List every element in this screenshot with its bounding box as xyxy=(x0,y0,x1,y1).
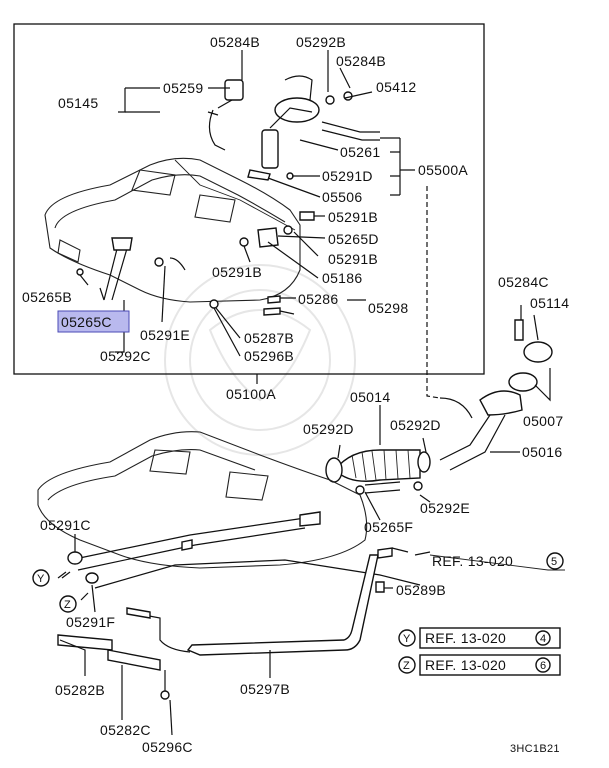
label-05265B: 05265B xyxy=(22,289,72,305)
label-05292D-b: 05292D xyxy=(390,417,441,433)
label-05291F: 05291F xyxy=(66,614,115,630)
highlight-05265C xyxy=(57,310,130,333)
mark-y-circle xyxy=(32,569,50,587)
mark-y: Y xyxy=(37,573,45,585)
ref-z-circle xyxy=(398,656,416,674)
label-05016: 05016 xyxy=(522,444,562,460)
ref-y-text: REF. 13-020 xyxy=(425,630,506,646)
label-05114: 05114 xyxy=(530,295,569,311)
label-05261: 05261 xyxy=(340,144,380,160)
lower-fuel-tank xyxy=(37,431,421,589)
ref-y-circle xyxy=(398,629,416,647)
label-05284C: 05284C xyxy=(498,274,549,290)
label-05007: 05007 xyxy=(523,413,563,429)
label-05145: 05145 xyxy=(58,95,98,111)
filler-neck-assembly xyxy=(325,319,553,495)
label-05506: 05506 xyxy=(322,189,362,205)
ref-z-text: REF. 13-020 xyxy=(425,657,506,673)
ref-z-num: 6 xyxy=(540,660,546,672)
label-05500A: 05500A xyxy=(418,162,468,178)
ref-z-box xyxy=(419,654,561,676)
label-05100A: 05100A xyxy=(226,386,276,402)
ref-y-mark: Y xyxy=(403,633,411,645)
label-05265D: 05265D xyxy=(328,231,379,247)
fuel-pump-assembly xyxy=(208,75,380,181)
label-05292C: 05292C xyxy=(100,348,151,364)
label-05291C: 05291C xyxy=(40,517,91,533)
mark-z-circle xyxy=(59,595,77,613)
label-05291B-a: 05291B xyxy=(328,209,378,225)
ref-z-num-circle xyxy=(535,657,551,673)
ref-y-box xyxy=(419,627,561,649)
label-05284B-top: 05284B xyxy=(210,34,260,50)
label-05282C: 05282C xyxy=(100,722,151,738)
label-05292B: 05292B xyxy=(296,34,346,50)
label-05291B-c: 05291B xyxy=(212,264,262,280)
label-05298: 05298 xyxy=(368,300,408,316)
label-05292E: 05292E xyxy=(420,500,470,516)
ref-y-num: 4 xyxy=(540,633,546,645)
label-05296C: 05296C xyxy=(142,739,193,755)
label-05014: 05014 xyxy=(350,389,390,405)
label-05265F: 05265F xyxy=(364,519,413,535)
tank-straps xyxy=(57,547,393,700)
label-05297B: 05297B xyxy=(240,681,290,697)
label-05292D-a: 05292D xyxy=(303,421,354,437)
leader-lines xyxy=(57,50,565,736)
label-05291D: 05291D xyxy=(322,168,373,184)
label-05186: 05186 xyxy=(322,270,362,286)
ref-y-num-circle xyxy=(535,630,551,646)
label-05284B-mid: 05284B xyxy=(336,53,386,69)
label-05259: 05259 xyxy=(163,80,203,96)
upper-detail-frame xyxy=(13,23,485,375)
label-05287B: 05287B xyxy=(244,330,294,346)
label-05282B: 05282B xyxy=(55,682,105,698)
label-05289B: 05289B xyxy=(396,582,446,598)
label-05412: 05412 xyxy=(376,79,416,95)
label-05291E: 05291E xyxy=(140,327,190,343)
ref-circle-5-num: 5 xyxy=(551,556,557,568)
mark-z: Z xyxy=(64,599,71,611)
ref-circle-5 xyxy=(546,552,564,570)
ref-z-mark: Z xyxy=(403,660,410,672)
label-05296B: 05296B xyxy=(244,348,294,364)
upper-small-parts xyxy=(76,172,315,316)
part-labels: 05284B 05292B 05284B 05259 05412 05145 0… xyxy=(22,34,569,755)
label-05286: 05286 xyxy=(298,291,338,307)
ref-13-020-5: REF. 13-020 xyxy=(432,553,513,569)
label-05291B-b: 05291B xyxy=(328,251,378,267)
diagram-code: 3HC1B21 xyxy=(510,743,560,755)
label-05265C: 05265C xyxy=(61,314,112,330)
